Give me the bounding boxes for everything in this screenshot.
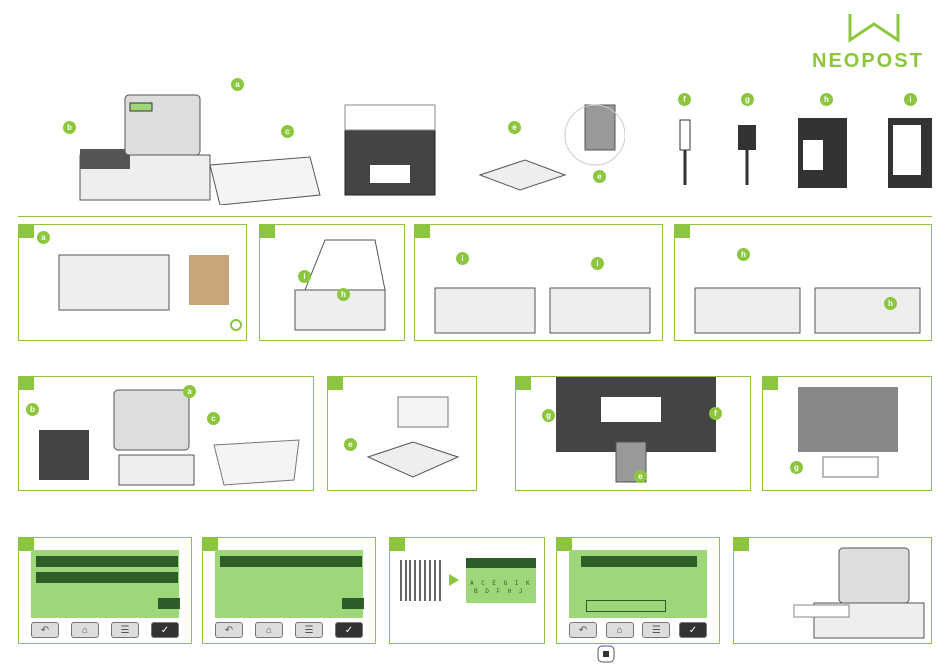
panel5-badge-a: a xyxy=(183,385,196,398)
back-button[interactable]: ↶ xyxy=(569,622,597,638)
badge-h: h xyxy=(820,93,833,106)
recycle-icon xyxy=(229,318,243,332)
panel7-badge-g: g xyxy=(542,409,555,422)
arrow-right-icon xyxy=(448,573,460,587)
panel4-badge-h2: h xyxy=(884,297,897,310)
step-open-cover-panel xyxy=(259,224,405,341)
step-feed-panel xyxy=(733,537,932,644)
menu-icon: ☰ xyxy=(121,625,130,636)
ink-cartridge-h-illustration xyxy=(795,115,850,190)
menu-button[interactable]: ☰ xyxy=(642,622,670,638)
panel3-badge-i1: i xyxy=(456,252,469,265)
panel4-badge-h1: h xyxy=(737,248,750,261)
screen-step4-panel: ↶ ⌂ ☰ ✓ xyxy=(556,537,720,644)
step-power-panel xyxy=(762,376,932,491)
back-button[interactable]: ↶ xyxy=(31,622,59,638)
panel7-badge-f: f xyxy=(709,407,722,420)
ok-button[interactable]: ✓ xyxy=(335,622,363,638)
home-button[interactable]: ⌂ xyxy=(71,622,99,638)
menu-icon: ☰ xyxy=(652,625,661,636)
machine-illustration xyxy=(70,85,330,205)
panel5-badge-b: b xyxy=(26,403,39,416)
home-button[interactable]: ⌂ xyxy=(606,622,634,638)
panel8-badge-g: g xyxy=(790,461,803,474)
screen-step2-panel: ↶ ⌂ ☰ ✓ xyxy=(202,537,376,644)
home-icon: ⌂ xyxy=(82,625,88,636)
screen-keyboard-panel: A C E G I K B D F H J xyxy=(389,537,545,644)
box-illustration xyxy=(340,100,440,200)
ok-button[interactable]: ✓ xyxy=(151,622,179,638)
home-icon: ⌂ xyxy=(617,625,623,636)
neopost-logo-icon xyxy=(846,10,902,44)
separator xyxy=(18,216,932,217)
menu-button[interactable]: ☰ xyxy=(295,622,323,638)
keys-row1: A C E G I K xyxy=(470,580,532,587)
step-unpack-panel xyxy=(18,224,247,341)
cable-f-illustration xyxy=(675,115,695,185)
display-screen xyxy=(31,550,179,618)
keyboard-screen: A C E G I K B D F H J xyxy=(466,558,536,603)
panel5-badge-c: c xyxy=(207,412,220,425)
scale-illustration xyxy=(475,95,625,205)
badge-f: f xyxy=(678,93,691,106)
menu-button[interactable]: ☰ xyxy=(111,622,139,638)
badge-c: c xyxy=(281,125,294,138)
back-button[interactable]: ↶ xyxy=(215,622,243,638)
panel2-badge-h: h xyxy=(337,288,350,301)
panel2-badge-i: i xyxy=(298,270,311,283)
panel1-badge: a xyxy=(37,231,50,244)
step-install-ink-h-panel xyxy=(674,224,932,341)
home-icon: ⌂ xyxy=(266,625,272,636)
barcode-icon xyxy=(398,558,444,603)
screen-step1-panel: ↶ ⌂ ☰ ✓ xyxy=(18,537,192,644)
display-screen xyxy=(569,550,707,618)
back-icon: ↶ xyxy=(225,625,233,636)
badge-g: g xyxy=(741,93,754,106)
back-icon: ↶ xyxy=(41,625,49,636)
ok-icon: ✓ xyxy=(161,625,169,636)
badge-e1: e xyxy=(508,121,521,134)
back-icon: ↶ xyxy=(579,625,587,636)
ink-cartridge-i-illustration xyxy=(885,115,935,190)
ok-icon: ✓ xyxy=(689,625,697,636)
menu-icon: ☰ xyxy=(305,625,314,636)
home-button[interactable]: ⌂ xyxy=(255,622,283,638)
badge-i: i xyxy=(904,93,917,106)
badge-e2: e xyxy=(593,170,606,183)
step-scale-panel xyxy=(327,376,477,491)
step-assemble-panel xyxy=(18,376,314,491)
ok-icon: ✓ xyxy=(345,625,353,636)
panel6-badge-e: e xyxy=(344,438,357,451)
step-connect-panel xyxy=(515,376,751,491)
brand-name: NEOPOST xyxy=(812,50,924,73)
ok-button[interactable]: ✓ xyxy=(679,622,707,638)
step-install-ink-i-panel xyxy=(414,224,663,341)
display-screen xyxy=(215,550,363,618)
hand-tap-icon xyxy=(597,645,615,663)
badge-b: b xyxy=(63,121,76,134)
badge-a: a xyxy=(231,78,244,91)
keys-row2: B D F H J xyxy=(474,588,524,595)
panel7-badge-e: e xyxy=(634,470,647,483)
panel3-badge-i2: i xyxy=(591,257,604,270)
cable-g-illustration xyxy=(735,120,759,185)
